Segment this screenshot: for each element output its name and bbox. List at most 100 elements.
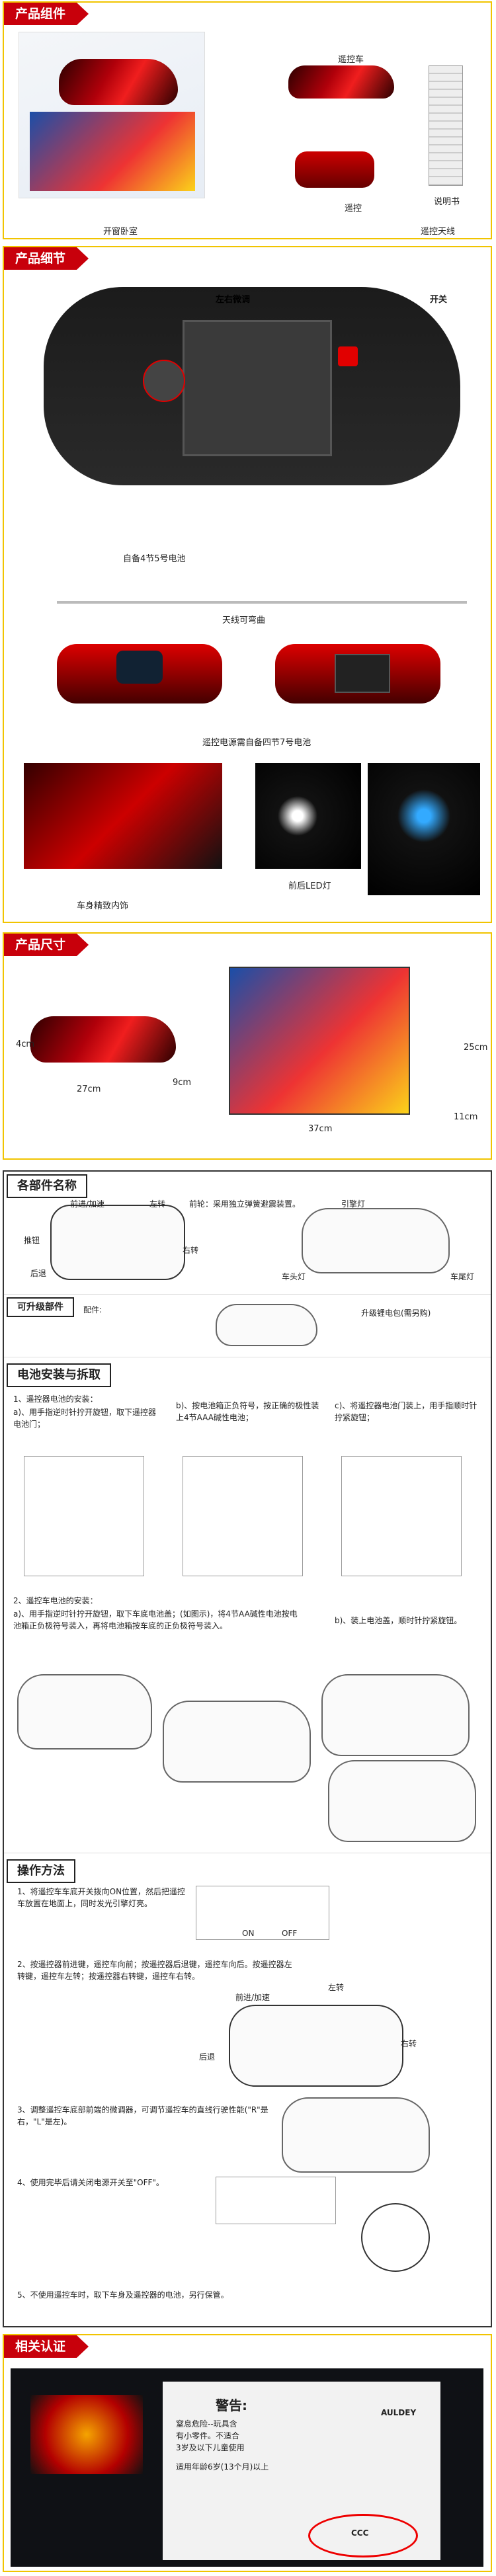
section-title-dimensions: 产品尺寸	[4, 934, 89, 956]
op-step2: 2、按遥控器前进键，遥控车向前；按遥控器后退键，遥控车向后。按遥控器左转键，遥控…	[17, 1960, 292, 1981]
label-box-h: 25cm	[464, 1043, 488, 1053]
remote-badge-icon	[116, 651, 163, 684]
cert-warning-1: 窒息危险--玩具含	[176, 2419, 237, 2429]
label-back: 后退	[30, 1269, 47, 1278]
divider-1	[4, 1294, 491, 1295]
battery-a1: a)、用手指逆时针拧开旋钮，取下遥控器电池门；	[13, 1408, 157, 1429]
battery-compartment	[183, 320, 332, 456]
op-left: 左转	[328, 1983, 345, 1992]
label-lever: 推钮	[24, 1236, 40, 1245]
op-right: 右转	[401, 2039, 417, 2048]
remote-front	[57, 644, 222, 704]
op-fwd: 前进/加速	[235, 1993, 270, 2002]
battery-c1: c)、将遥控器电池门装上，用手指顺时针拧紧旋钮；	[335, 1401, 477, 1422]
led-photo-rear	[368, 763, 480, 895]
op-step3: 3、调整遥控车底部前端的微调器，可调节遥控车的直线行驶性能("R"是右，"L"是…	[17, 2105, 269, 2126]
label-box-w: 37cm	[308, 1124, 333, 1134]
battery-remote-install: 1、遥控器电池的安装：	[13, 1394, 98, 1404]
battery-car-diagram-2	[163, 1701, 311, 1783]
label-head-light: 车头灯	[282, 1272, 306, 1281]
label-remote-battery: 遥控电源需自备四节7号电池	[202, 738, 311, 748]
op-step5: 5、不使用遥控车时，取下车身及遥控器的电池，另行保管。	[17, 2290, 229, 2300]
battery-a2: a)、用手指逆时针拧开旋钮，取下车底电池盖；(如图示)，将4节AA碱性电池按电池…	[13, 1609, 298, 1630]
section-title-cert: 相关认证	[4, 2335, 89, 2358]
underside-photo	[44, 287, 460, 485]
switch-icon	[338, 346, 358, 366]
label-antenna: 遥控天线	[421, 227, 456, 237]
battery-title: 电池安装与拆取	[7, 1363, 111, 1387]
battery-car-diagram-1	[17, 1674, 152, 1750]
label-body-finish: 车身精致内饰	[77, 901, 129, 911]
label-dim-d: 9cm	[173, 1078, 192, 1088]
package-photo	[19, 32, 205, 198]
led-photo-front	[255, 763, 361, 869]
battery-b2: b)、装上电池盖，顺时针拧紧旋钮。	[335, 1616, 462, 1625]
op-step4: 4、使用完毕后请关闭电源开关至"OFF"。	[17, 2178, 164, 2187]
remote-battery-bay	[335, 654, 390, 693]
battery-b1: b)、按电池箱正负符号，按正确的极性装上4节AAA碱性电池；	[176, 1401, 319, 1422]
parts-car-diagram	[302, 1208, 450, 1273]
cert-age: 适用年龄6岁(13个月)以上	[176, 2462, 269, 2472]
label-left: 左转	[149, 1199, 166, 1209]
label-car: 遥控车	[338, 55, 364, 65]
dim-car	[30, 1016, 176, 1063]
cert-label-sheet: 警告: 窒息危险--玩具含 有小零件。不适合 3岁及以下儿童使用 适用年龄6岁(…	[163, 2382, 440, 2560]
parts-title: 各部件名称	[7, 1174, 87, 1198]
label-upgrade-note: 升级锂电包(需另购)	[361, 1308, 431, 1318]
cert-brand: AULDEY	[381, 2408, 417, 2417]
battery-car-diagram-3	[321, 1674, 470, 1756]
remote-diagram	[50, 1205, 185, 1280]
cert-ccc-circle	[308, 2514, 418, 2557]
cert-ccc: CCC	[351, 2528, 369, 2538]
op-switch-diagram	[196, 1886, 329, 1940]
optional-car-diagram	[216, 1304, 317, 1346]
cert-warning: 警告:	[216, 2397, 247, 2413]
dimensions-panel: 产品尺寸 4cm 27cm 9cm 25cm 37cm 11cm	[3, 932, 492, 1160]
section-title-details: 产品细节	[4, 247, 89, 270]
op-trim-diagram	[282, 2097, 430, 2173]
details-panel: 产品细节 左右微调 开关 自备4节5号电池 天线可弯曲 遥控电源需自备四节7号电…	[3, 246, 492, 923]
label-fine-tune: 前轮：采用独立弹簧避震装置。	[189, 1199, 301, 1209]
remote-back	[275, 644, 440, 704]
operation-title: 操作方法	[7, 1859, 75, 1883]
label-lr-trim: 左右微调	[216, 295, 251, 305]
interior-photo	[24, 763, 222, 869]
antenna	[57, 601, 467, 604]
battery-car-diagram-4	[328, 1760, 476, 1842]
label-manual: 说明书	[434, 197, 460, 207]
cert-warning-2: 有小零件。不适合	[176, 2431, 240, 2440]
label-forward-back: 前进/加速	[70, 1199, 105, 1209]
section-title-components: 产品组件	[4, 3, 89, 25]
label-dim-w: 27cm	[77, 1084, 101, 1094]
label-remote: 遥控	[345, 204, 362, 214]
battery-diagram-b1	[183, 1456, 303, 1576]
components-panel: 产品组件 开窗卧室 遥控车 遥控 说明书 遥控天线	[3, 1, 492, 239]
op-on: ON	[242, 1929, 255, 1938]
package-car	[59, 59, 178, 105]
op-back: 后退	[199, 2052, 216, 2062]
component-car	[288, 65, 394, 99]
op-direction-diagram	[361, 2203, 430, 2272]
label-engine-light: 引擎灯	[341, 1199, 366, 1209]
cert-panel: 相关认证 警告: 窒息危险--玩具含 有小零件。不适合 3岁及以下儿童使用 适用…	[3, 2334, 492, 2572]
label-switch: 开关	[430, 295, 448, 305]
label-open-door: 开窗卧室	[103, 227, 138, 237]
dim-box	[229, 967, 410, 1115]
battery-diagram-c1	[341, 1456, 462, 1576]
label-right: 右转	[183, 1246, 199, 1255]
label-led: 前后LED灯	[288, 881, 331, 891]
label-antenna-bend: 天线可弯曲	[222, 616, 266, 625]
op-off: OFF	[282, 1929, 298, 1938]
battery-car-install: 2、遥控车电池的安装：	[13, 1596, 98, 1605]
label-box-d: 11cm	[454, 1112, 478, 1122]
label-dim-h: 4cm	[16, 1039, 35, 1049]
trim-knob-icon	[143, 360, 185, 402]
manual-panel: 各部件名称 前进/加速 左转 推钮 右转 后退 前轮：采用独立弹簧避震装置。 引…	[3, 1170, 492, 2327]
label-tail-light: 车尾灯	[450, 1272, 475, 1281]
cert-photo: 警告: 窒息危险--玩具含 有小零件。不适合 3岁及以下儿童使用 适用年龄6岁(…	[11, 2368, 483, 2567]
optional-title: 可升级部件	[7, 1297, 74, 1317]
package-box-art	[30, 112, 195, 191]
op-off-diagram	[216, 2177, 336, 2224]
cert-logo	[30, 2395, 143, 2474]
